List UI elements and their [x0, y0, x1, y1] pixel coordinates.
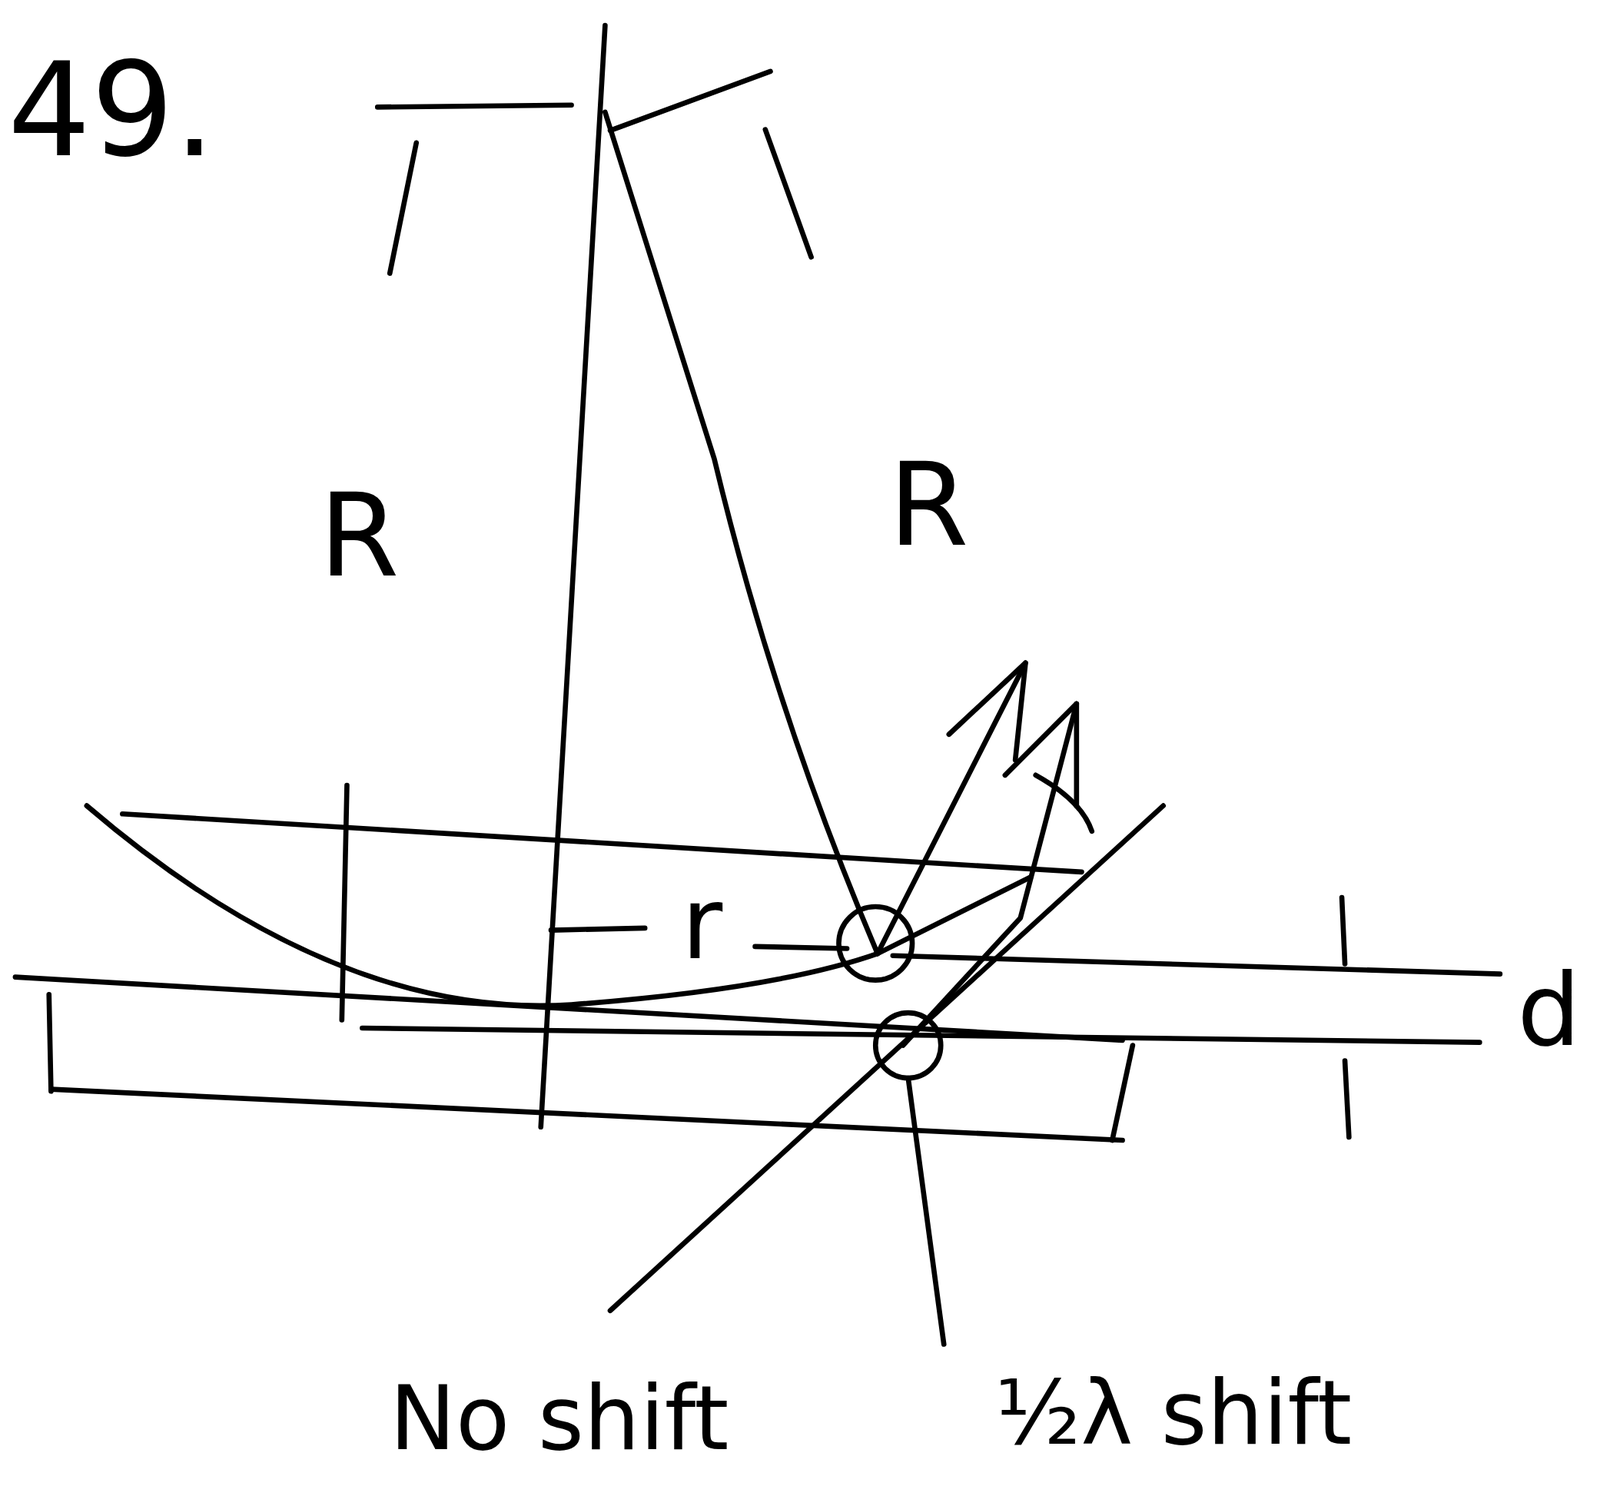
phase-shift-note: No shift: [385, 1372, 734, 1464]
phase-shift-note: ½λ shift: [990, 1367, 1357, 1460]
radius-label: R: [883, 445, 973, 565]
problem-number: 49.: [3, 43, 220, 177]
gap-thickness-label: d: [1512, 959, 1586, 1063]
radius-label: R: [314, 476, 404, 595]
ring-radius-label: r: [677, 872, 727, 976]
